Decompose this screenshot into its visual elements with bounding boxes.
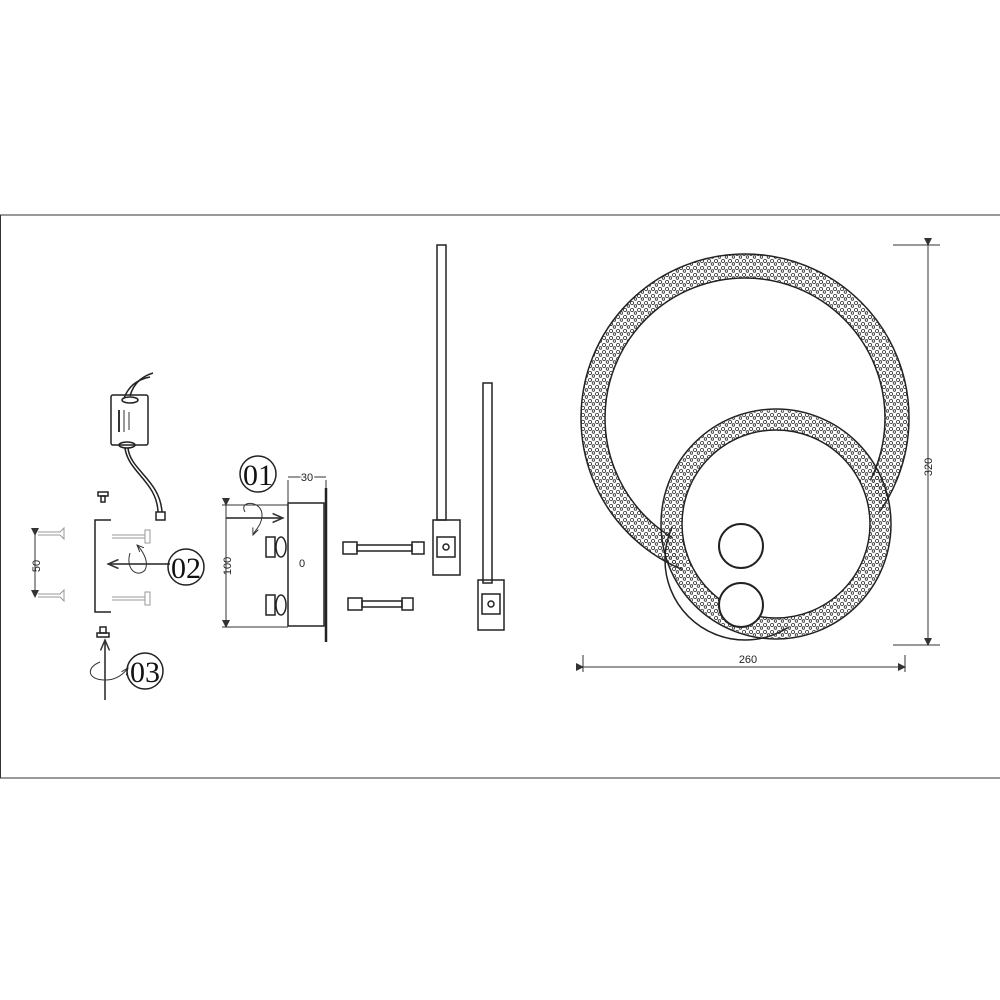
- screws: [112, 529, 151, 606]
- dimension-height: 320: [893, 238, 940, 646]
- small-ring: [660, 408, 892, 640]
- upper-knob: [718, 523, 764, 569]
- threaded-rods: [342, 541, 425, 611]
- small-ring-crystals: [662, 410, 890, 638]
- step-02-label: 02: [171, 552, 201, 585]
- dimension-plate-height: 100: [222, 498, 288, 628]
- dim-50: 50: [31, 560, 43, 572]
- wall-plate: [265, 488, 328, 642]
- lamp-front-view: [580, 253, 910, 641]
- step-01-label: 01: [243, 459, 273, 492]
- drawing-frame: [0, 214, 1000, 779]
- wall-anchors: [38, 526, 65, 603]
- dim-320: 320: [923, 458, 935, 476]
- dim-260: 260: [739, 654, 757, 666]
- dim-100: 100: [222, 557, 234, 575]
- step-01-badge: [239, 455, 277, 493]
- step-03-label: 03: [130, 656, 160, 689]
- step-03-arrow: [90, 640, 128, 700]
- dimension-depth: 30: [287, 471, 327, 503]
- step-02-badge: [167, 548, 205, 586]
- step-01-arrow: [226, 502, 283, 535]
- lower-knob: [718, 582, 764, 628]
- dimension-width: 260: [576, 654, 906, 672]
- mounting-bracket: [94, 519, 111, 613]
- short-arm-side-view: [477, 382, 505, 631]
- dimension-anchor-spacing: 50: [31, 528, 43, 598]
- step-02-arrow: [108, 545, 170, 574]
- led-driver: [110, 372, 166, 521]
- long-arm-side-view: [432, 244, 461, 576]
- plate-label: 0: [299, 558, 305, 570]
- dim-30: 30: [301, 472, 313, 484]
- bracket-screws: [96, 491, 110, 638]
- step-03-badge: [126, 652, 164, 690]
